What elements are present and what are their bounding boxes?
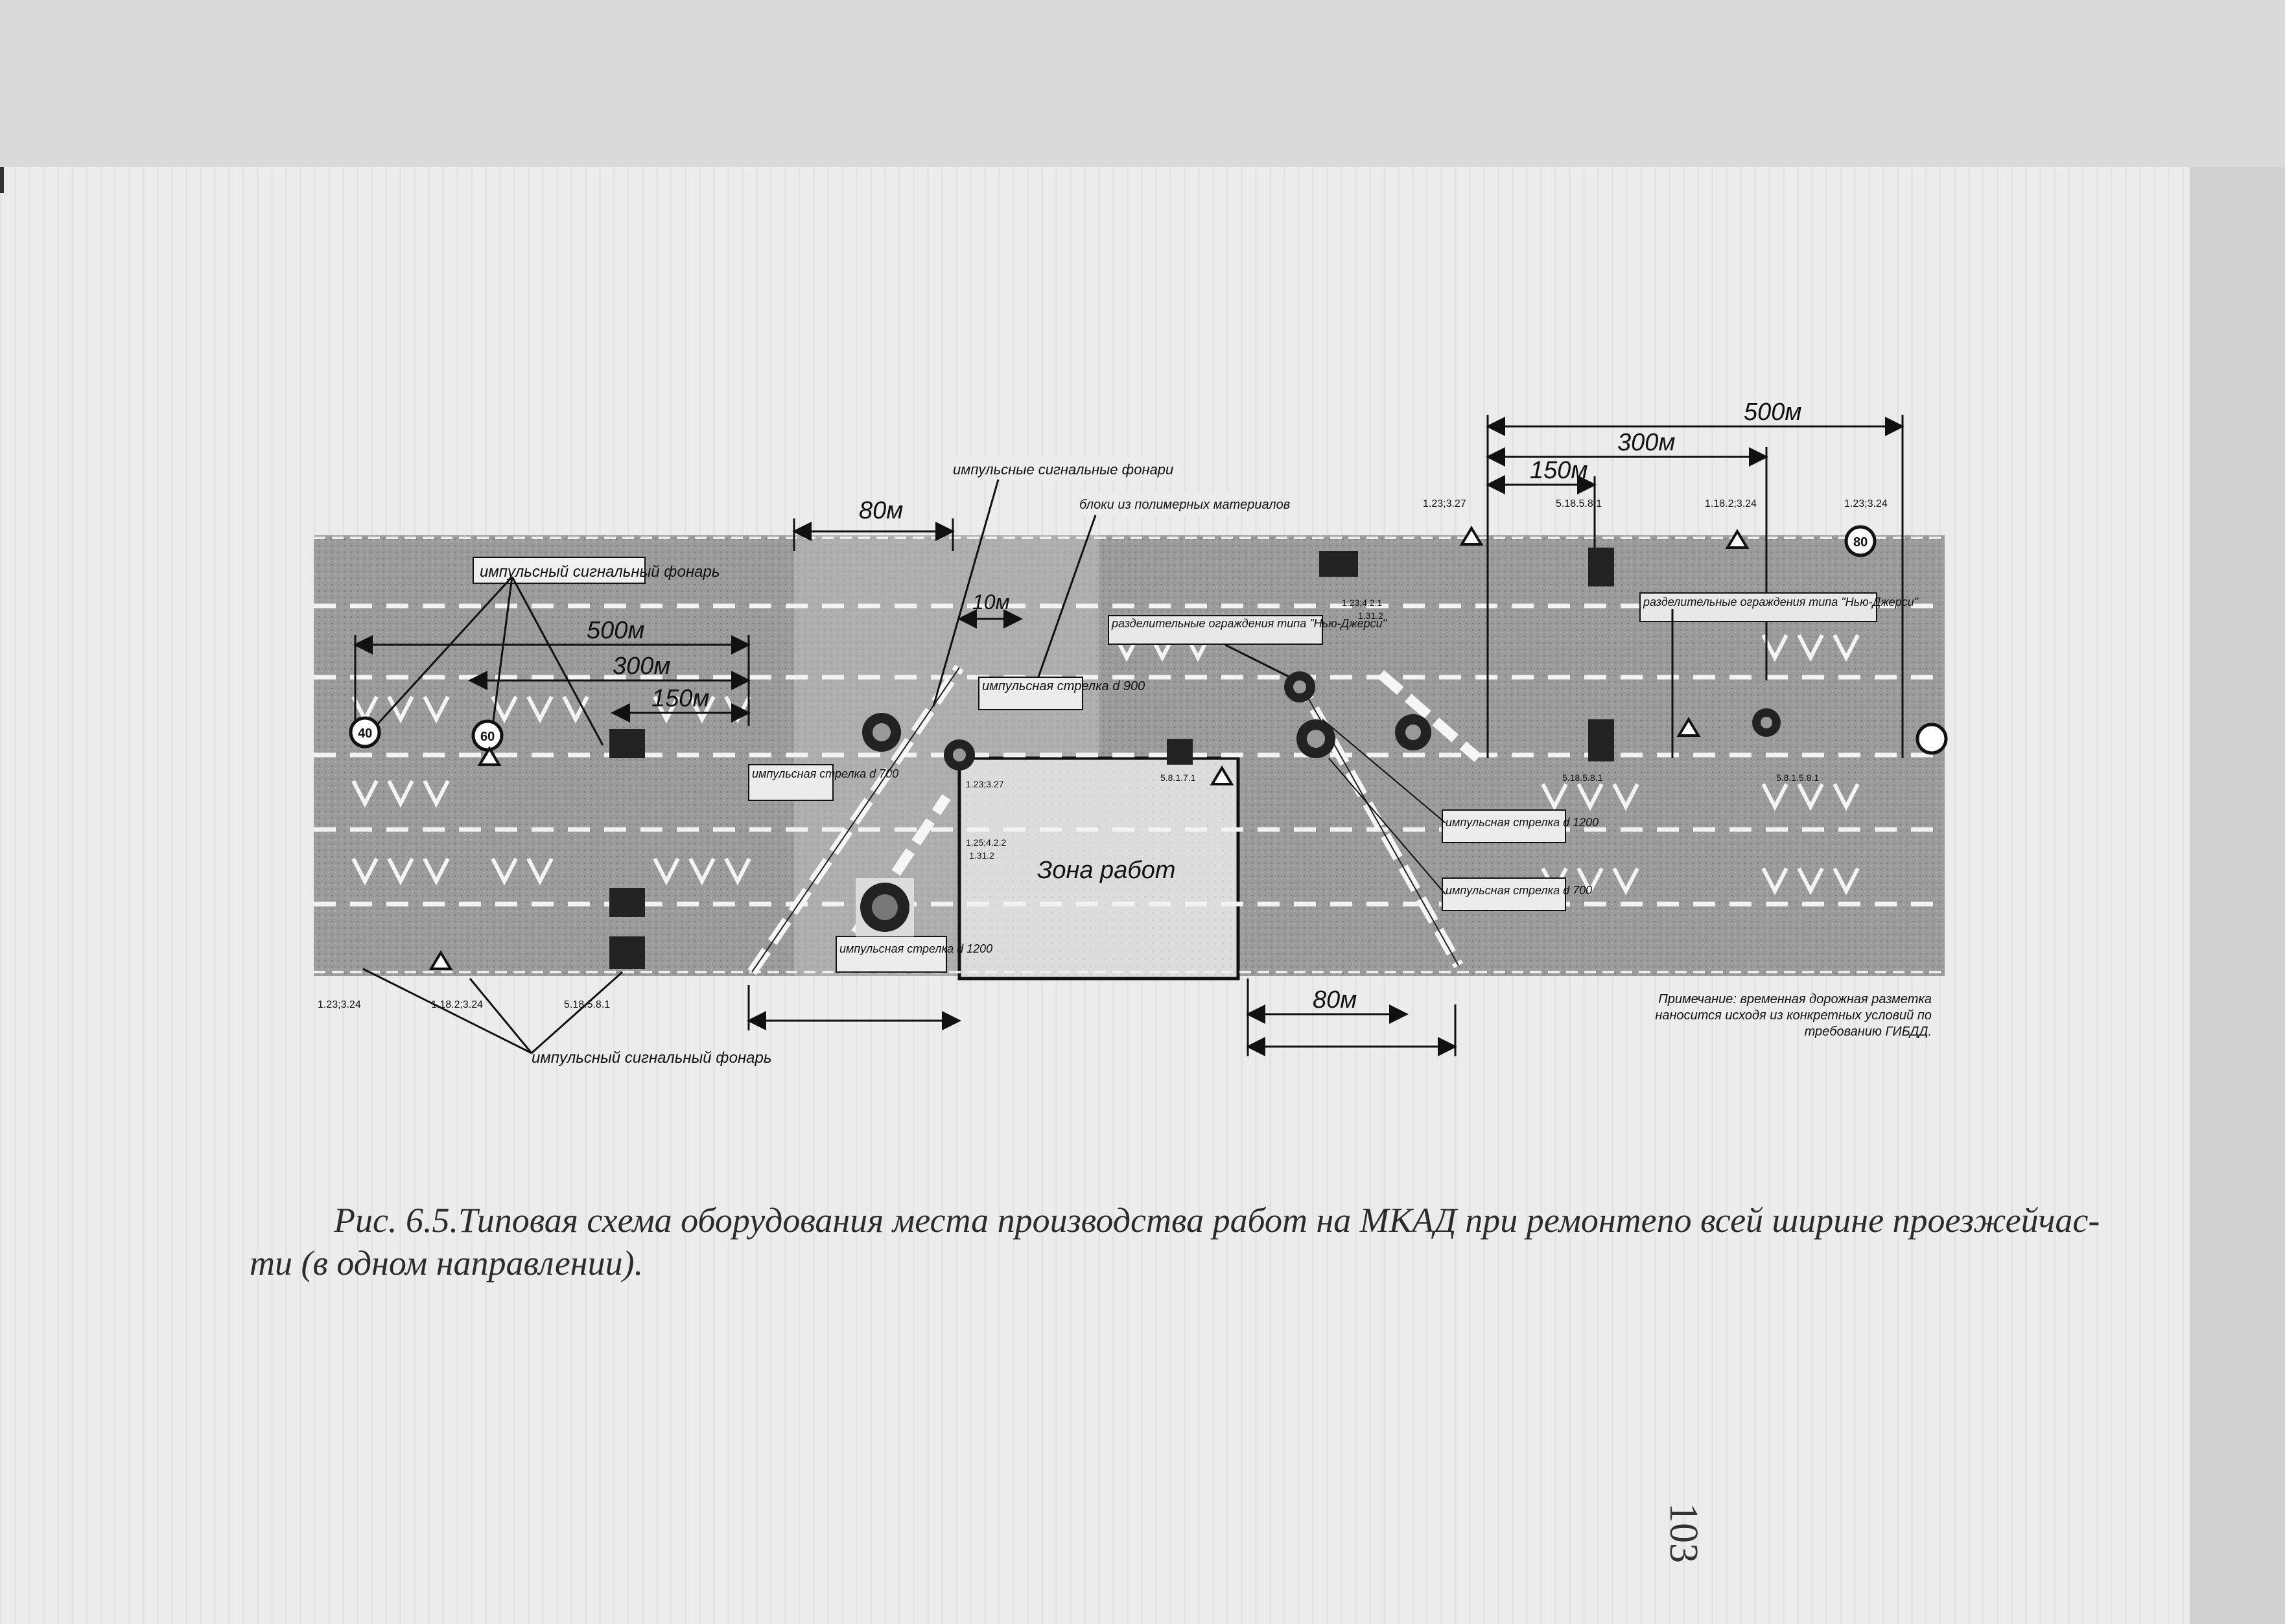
arrow-d700-right-label: импульсная стрелка d 700: [1446, 884, 1592, 897]
flasher-bottom-left-label: импульсный сигнальный фонарь: [532, 1049, 771, 1067]
bottom-dimension-lines: [747, 979, 1457, 1056]
sign-boards: [609, 548, 1614, 969]
flasher-bottom-left-leaders: [362, 968, 623, 1054]
arrow-d1200-right-label: импульсная стрелка d 1200: [1446, 816, 1599, 829]
code-9: 1.31.2: [1358, 610, 1383, 621]
code-8: 1.23;4.2.1: [1342, 597, 1382, 608]
dim-80-top: 80м: [859, 497, 903, 524]
polymer-blocks-leader: [1036, 515, 1097, 681]
code-4: 1.23;3.27: [1423, 498, 1466, 509]
arrow-d1200-right-box: [1442, 809, 1566, 843]
scanner-top-margin: [0, 0, 2285, 168]
code-6: 1.18.2;3.24: [1705, 498, 1757, 509]
dim-80-top-line: [792, 518, 955, 551]
pulse-lights-box: [946, 457, 1144, 480]
dim-500-right: 500м: [1744, 399, 1801, 426]
arrow-d1200-left-label: импульсная стрелка d 1200: [839, 942, 992, 955]
arrow-d900-label: импульсная стрелка d 900: [982, 679, 1145, 693]
flasher-top-left-leaders: [375, 575, 604, 746]
flasher-top-left-label: импульсный сигнальный фонарь: [480, 563, 720, 581]
flasher-top-left-box: [473, 557, 646, 584]
nj-barrier-center-leader: [1225, 644, 1297, 682]
polymer-blocks-box: [1076, 493, 1235, 516]
nj-barrier-right-label: разделительные ограждения типа "Нью-Джер…: [1643, 596, 1919, 609]
code-2: 1.18.2;3.24: [431, 999, 483, 1010]
figure-caption: Рис. 6.5.Типовая схема оборудования мест…: [250, 1199, 2188, 1284]
warning-triangles: [428, 526, 1750, 970]
dim-80-bottom: 80м: [1313, 986, 1357, 1014]
arrow-d700-left-label: импульсная стрелка d 700: [752, 767, 898, 780]
polymer-blocks-label: блоки из полимерных материалов: [1079, 498, 1290, 512]
left-dimension-lines: [353, 635, 751, 726]
dim-10: 10м: [972, 590, 1010, 614]
note-block: Примечание: временная дорожная разметка …: [1655, 992, 1932, 1039]
dim-300-right: 300м: [1617, 429, 1675, 456]
arrow-right-leaders: [1322, 719, 1446, 895]
page-edge-mark: [0, 167, 4, 193]
code-5: 5.18.5.8.1: [1556, 498, 1602, 509]
caption-line-1: Рис. 6.5.Типовая схема оборудования мест…: [250, 1199, 2188, 1242]
pulse-arrow-signs: [856, 671, 1781, 936]
note-text: Примечание: временная дорожная разметка …: [1655, 992, 1932, 1039]
nj-barrier-center-label: разделительные ограждения типа "Нью-Джер…: [1111, 617, 1388, 630]
arrow-d1200-left-box: [836, 936, 947, 973]
speed-sign-80: 80: [1853, 535, 1868, 550]
code-12: 5.8.1.7.1: [1160, 772, 1196, 783]
speed-sign-60: 60: [480, 730, 495, 744]
dim-500-left: 500м: [587, 617, 644, 644]
dim-150-right: 150м: [1530, 457, 1588, 484]
arrow-d700-left-box: [748, 764, 834, 801]
pulse-lights-leader: [932, 479, 1000, 707]
speed-sign-40: 40: [358, 726, 372, 741]
code-1: 1.23;3.24: [318, 999, 361, 1010]
dim-150-left: 150м: [651, 685, 709, 712]
code-14: 5.18.5.8.1: [1562, 772, 1602, 783]
work-zone-label: Зона работ: [1037, 857, 1176, 884]
dim-300-left: 300м: [613, 653, 670, 680]
scanner-right-margin: [2190, 167, 2285, 1624]
nj-barrier-right-box: [1639, 592, 1877, 622]
page-number: 103: [1661, 1503, 1705, 1563]
code-15: 5.8.1.5.8.1: [1776, 772, 1819, 783]
pulse-lights-label: импульсные сигнальные фонари: [953, 461, 1173, 478]
code-13: 1.23;3.27: [966, 779, 1004, 789]
caption-line-1-text: Рис. 6.5.Типовая схема оборудования мест…: [334, 1201, 2100, 1240]
code-7: 1.23;3.24: [1844, 498, 1888, 509]
code-10: 1.25;4.2.2: [966, 837, 1006, 848]
code-11: 1.31.2: [969, 850, 994, 861]
caption-line-2: ти (в одном направлении).: [250, 1244, 644, 1282]
work-zone: [957, 756, 1240, 980]
arrow-d700-right-box: [1442, 877, 1566, 911]
arrow-d900-box: [978, 677, 1083, 710]
nj-barrier-center-box: [1108, 615, 1323, 645]
